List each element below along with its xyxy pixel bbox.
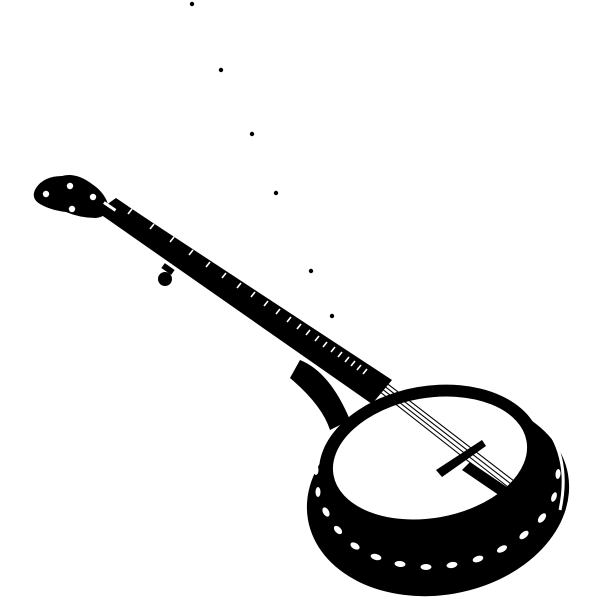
fret <box>263 300 269 307</box>
dot <box>189 1 195 7</box>
bracket <box>315 487 321 497</box>
bracket <box>313 465 319 475</box>
fret <box>127 208 133 215</box>
banjo-pot <box>290 360 570 597</box>
dot <box>218 67 224 73</box>
tension-hoop <box>328 392 532 524</box>
fret <box>356 364 362 371</box>
fret <box>350 360 356 367</box>
tuner-hole <box>89 193 97 201</box>
bracket <box>519 530 529 540</box>
headstock-plate <box>33 175 109 218</box>
fret <box>275 308 281 315</box>
fret <box>250 291 256 298</box>
fret <box>344 356 350 363</box>
fret <box>330 346 336 353</box>
frets <box>127 208 368 375</box>
fret <box>221 272 227 279</box>
string <box>369 383 506 491</box>
peg-knob <box>158 272 172 286</box>
fifth-string-peg <box>158 263 175 286</box>
bracket <box>394 560 406 568</box>
neck-heel <box>290 360 350 430</box>
dot-trail <box>189 1 335 319</box>
fret <box>169 236 175 243</box>
fret <box>296 323 302 330</box>
bracket <box>472 555 484 563</box>
fret <box>305 329 311 336</box>
fingerboard <box>102 198 388 394</box>
drum-head <box>330 394 530 522</box>
bracket <box>555 469 561 479</box>
bracket <box>322 507 330 517</box>
string <box>371 380 509 488</box>
dot <box>273 190 279 196</box>
bracket <box>551 492 557 502</box>
rim-highlight <box>519 400 565 511</box>
strings <box>369 374 515 491</box>
peg-stem <box>161 263 175 275</box>
fret <box>286 316 292 323</box>
fret <box>188 249 194 256</box>
fret <box>322 341 328 348</box>
dot <box>308 268 314 274</box>
bracket <box>350 542 360 550</box>
bracket <box>446 561 458 569</box>
bracket <box>537 513 547 523</box>
neck <box>102 198 515 491</box>
string <box>375 374 515 482</box>
tuner-hole <box>66 182 74 190</box>
bracket <box>420 564 432 570</box>
bracket <box>496 545 508 553</box>
tailpiece <box>462 462 520 504</box>
nut <box>103 201 117 212</box>
dot <box>329 313 335 319</box>
brackets <box>313 465 561 570</box>
headstock <box>33 175 117 218</box>
fret <box>314 335 320 342</box>
fret <box>236 282 242 289</box>
fret <box>362 368 368 375</box>
bracket <box>370 553 382 561</box>
fret <box>149 223 155 230</box>
tuners <box>42 182 97 213</box>
fret <box>337 351 343 358</box>
string <box>373 377 512 485</box>
tuner-hole <box>68 205 76 213</box>
dot <box>249 131 255 137</box>
fret <box>205 261 211 268</box>
tuner-hole <box>42 190 50 198</box>
bracket <box>333 525 343 535</box>
